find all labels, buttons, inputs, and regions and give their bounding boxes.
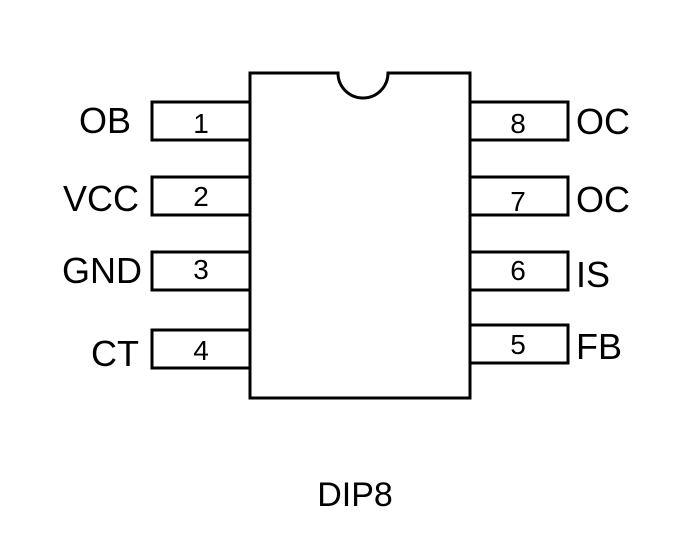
pin-8: 8 OC	[468, 100, 630, 142]
pin-7-number: 7	[510, 186, 526, 217]
pin-2-number: 2	[193, 181, 209, 212]
pin-6-number: 6	[510, 255, 526, 286]
pin-3-lead	[150, 250, 252, 292]
pin-5: 5 FB	[468, 323, 622, 367]
pin-3-label: GND	[62, 250, 142, 291]
pin-5-lead	[468, 323, 570, 365]
pin-2-lead	[150, 175, 252, 217]
pin-5-label: FB	[576, 326, 622, 367]
pin-7-label: OC	[576, 179, 630, 220]
pin-3: 3 GND	[62, 250, 252, 292]
pin-2-label: VCC	[63, 178, 139, 219]
package-name-caption: DIP8	[317, 476, 393, 514]
pin-8-lead	[468, 100, 570, 142]
pin-4-label: CT	[91, 333, 139, 374]
pin-4-number: 4	[193, 335, 209, 366]
pin-3-number: 3	[193, 254, 209, 285]
pin-1: 1 OB	[79, 100, 252, 142]
pin-6-lead	[468, 250, 570, 292]
pin-1-label: OB	[79, 100, 131, 141]
pin-2: 2 VCC	[63, 175, 252, 219]
pin-6-label: IS	[576, 254, 610, 295]
pin-7: 7 OC	[468, 175, 630, 220]
pin-8-number: 8	[510, 108, 526, 139]
ic-body	[248, 71, 472, 400]
pin-8-label: OC	[576, 101, 630, 142]
pin-1-number: 1	[193, 108, 209, 139]
pin-4: 4 CT	[91, 328, 252, 374]
pin-5-number: 5	[510, 329, 526, 360]
pin-1-lead	[150, 100, 252, 142]
pin-6: 6 IS	[468, 250, 610, 295]
pin-4-lead	[150, 328, 252, 370]
pin-7-lead	[468, 175, 570, 217]
